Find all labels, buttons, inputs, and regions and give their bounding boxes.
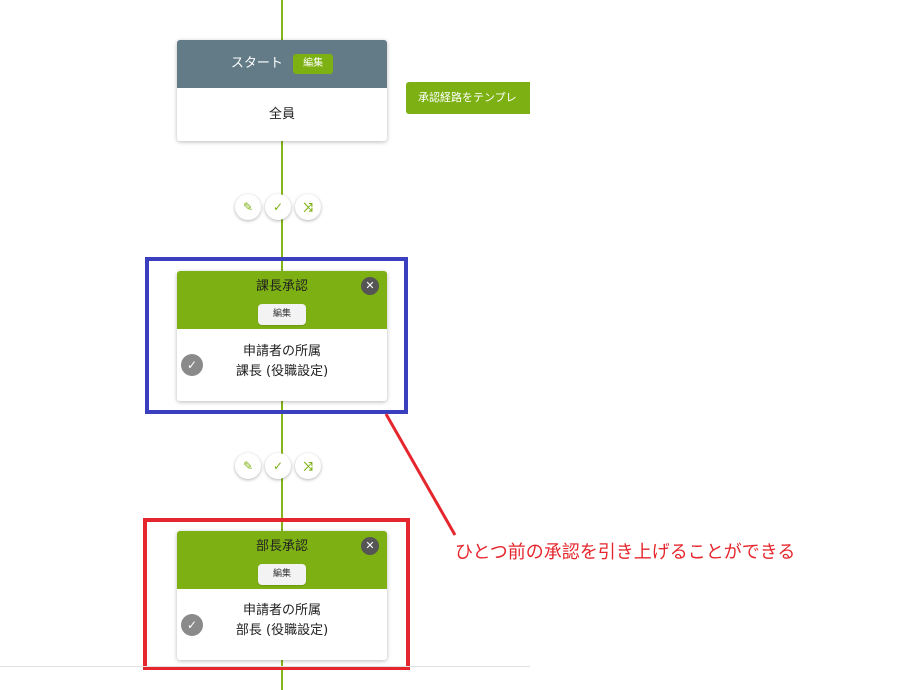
approved-check-icon: ✓: [181, 354, 203, 376]
step1-header: 課長承認 編集 ✕: [177, 271, 387, 329]
step2-line1: 申請者の所属: [242, 603, 321, 618]
start-card-title: スタート: [230, 56, 283, 71]
highlight-red-box: [143, 518, 410, 670]
step1-line2: 課長 (役職設定): [235, 364, 329, 379]
step2-edit-button[interactable]: 編集: [258, 564, 306, 585]
shuffle-icon[interactable]: ⤨: [295, 194, 321, 220]
step2-line2: 部長 (役職設定): [235, 623, 329, 638]
pencil-icon[interactable]: ✎: [235, 194, 261, 220]
flow-line-top: [281, 0, 283, 40]
connector-actions-1: ✎ ✓ ⤨: [235, 194, 321, 220]
step1-line1: 申請者の所属: [242, 344, 321, 359]
step2-header: 部長承認 編集 ✕: [177, 531, 387, 589]
save-template-button[interactable]: 承認経路をテンプレ: [406, 82, 530, 114]
annotation-text: ひとつ前の承認を引き上げることができる: [455, 542, 796, 563]
start-card-header: スタート 編集: [177, 40, 387, 88]
start-edit-button[interactable]: 編集: [293, 53, 334, 74]
step-card-section-chief: 課長承認 編集 ✕ ✓ 申請者の所属 課長 (役職設定): [177, 271, 387, 401]
approved-check-icon: ✓: [181, 613, 203, 636]
connector-actions-2: ✎ ✓ ⤨: [235, 453, 321, 479]
flow-line-bottom: [281, 660, 283, 690]
highlight-blue-box: [145, 257, 408, 414]
check-icon[interactable]: ✓: [265, 194, 291, 220]
step-card-department-head: 部長承認 編集 ✕ ✓ 申請者の所属 部長 (役職設定): [177, 531, 387, 660]
start-card-body: 全員: [177, 88, 387, 141]
check-icon[interactable]: ✓: [265, 453, 291, 479]
step1-title: 課長承認: [255, 279, 308, 294]
step2-body: ✓ 申請者の所属 部長 (役職設定): [177, 589, 387, 660]
pencil-icon[interactable]: ✎: [235, 453, 261, 479]
start-card: スタート 編集 全員: [177, 40, 387, 141]
shuffle-icon[interactable]: ⤨: [295, 453, 321, 479]
close-icon[interactable]: ✕: [361, 277, 379, 295]
step1-edit-button[interactable]: 編集: [258, 304, 306, 325]
bottom-divider: [0, 666, 530, 667]
step2-title: 部長承認: [255, 539, 308, 554]
start-card-target: 全員: [268, 107, 295, 122]
step1-body: ✓ 申請者の所属 課長 (役職設定): [177, 329, 387, 401]
close-icon[interactable]: ✕: [361, 537, 379, 555]
